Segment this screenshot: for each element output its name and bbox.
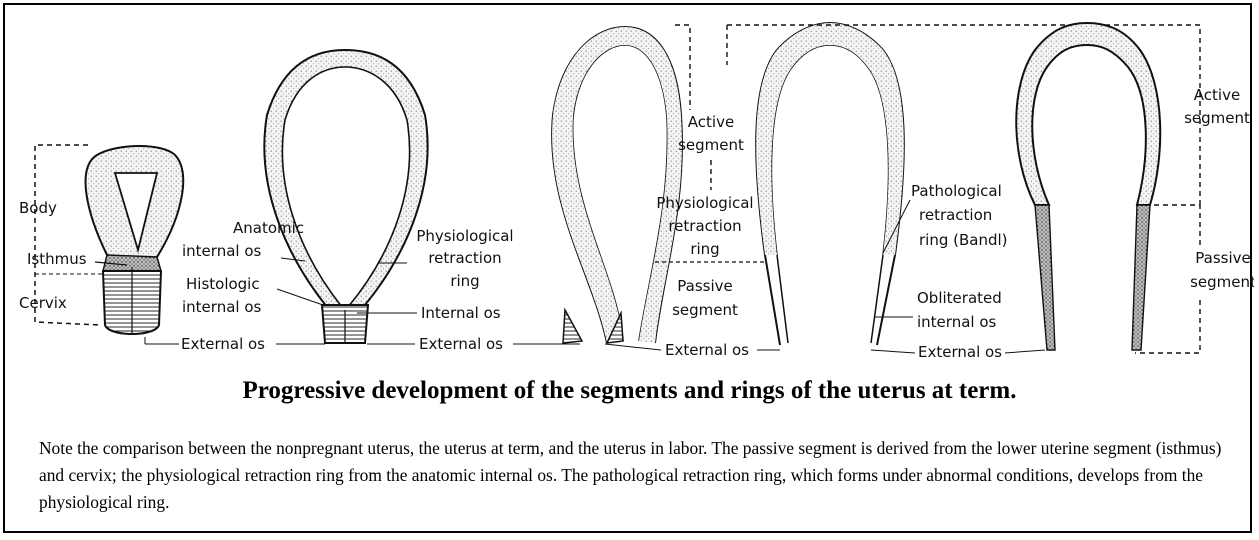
pathological-ring-uterus — [1015, 21, 1162, 351]
path-ring-pointer — [882, 199, 911, 254]
label-active-4: segment — [1184, 109, 1250, 127]
label-external-os-1: External os — [181, 335, 265, 353]
label-phys-ring-1: Physiological — [416, 227, 513, 245]
uterus-segments-diagram: Body Isthmus Cervix Anatomic internal os… — [19, 21, 1254, 361]
label-passive-1: Passive — [677, 277, 732, 295]
anatomic-os-pointer — [280, 257, 306, 262]
label-external-os-2: External os — [419, 335, 503, 353]
figure-frame: Body Isthmus Cervix Anatomic internal os… — [3, 3, 1254, 533]
label-histologic-2: internal os — [182, 298, 261, 316]
caption-title: Progressive development of the segments … — [242, 377, 1017, 404]
label-obliterated-1: Obliterated — [917, 289, 1002, 307]
external-os-pointer-5 — [604, 343, 662, 351]
external-os-pointer-7 — [870, 349, 916, 354]
nonpregnant-uterus — [34, 144, 185, 335]
label-isthmus: Isthmus — [27, 250, 87, 268]
early-labor-uterus — [551, 25, 683, 344]
external-os-pointer-8 — [1004, 349, 1046, 354]
label-obliterated-2: internal os — [917, 313, 996, 331]
label-phys-ring-3: ring — [450, 272, 479, 290]
label-phys-ring-6: ring — [690, 240, 719, 258]
label-path-ring-2: retraction — [919, 206, 992, 224]
label-phys-ring-4: Physiological — [656, 194, 753, 212]
label-anatomic-2: internal os — [182, 242, 261, 260]
label-external-os-4: External os — [918, 343, 1002, 361]
label-cervix: Cervix — [19, 294, 67, 312]
histologic-os-pointer — [276, 288, 324, 306]
isthmus-pointer — [94, 261, 128, 266]
term-uterus — [263, 48, 429, 344]
label-internal-os: Internal os — [421, 304, 501, 322]
label-external-os-3: External os — [665, 341, 749, 359]
label-active-3: Active — [1194, 86, 1240, 104]
label-passive-4: segment — [1190, 273, 1254, 291]
label-passive-3: Passive — [1195, 249, 1250, 267]
label-path-ring-1: Pathological — [911, 182, 1002, 200]
label-active-2: segment — [678, 136, 744, 154]
label-active-1: Active — [688, 113, 734, 131]
label-phys-ring-2: retraction — [428, 249, 501, 267]
label-phys-ring-5: retraction — [668, 217, 741, 235]
label-body: Body — [19, 199, 57, 217]
label-passive-2: segment — [672, 301, 738, 319]
labor-uterus — [755, 21, 905, 346]
caption-note: Note the comparison between the nonpregn… — [39, 438, 1222, 512]
label-histologic-1: Histologic — [186, 275, 260, 293]
label-path-ring-3: ring (Bandl) — [919, 231, 1008, 249]
label-anatomic-1: Anatomic — [233, 219, 304, 237]
